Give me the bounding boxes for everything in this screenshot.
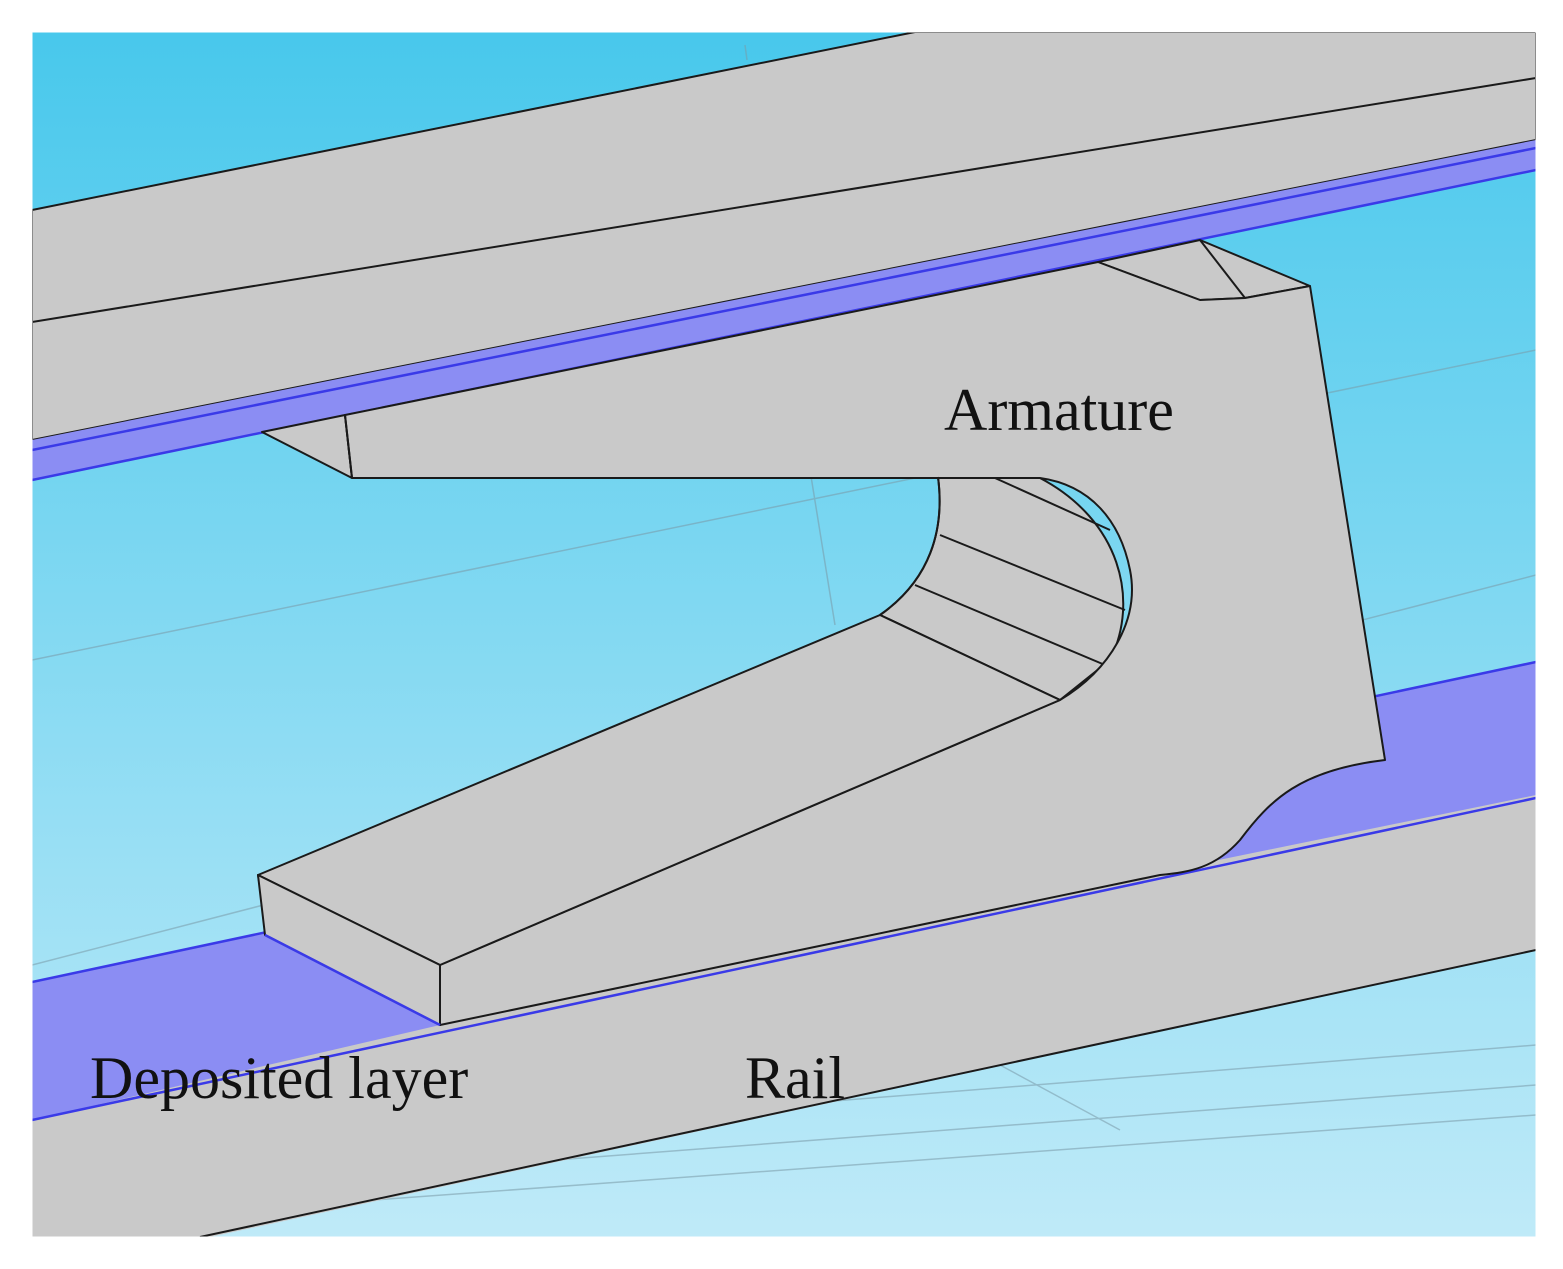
upper-rail	[32, 32, 1536, 442]
armature-label: Armature	[944, 377, 1174, 443]
lower-rail-top-edge	[32, 796, 1536, 1122]
armature-tip-contact-edge	[264, 933, 441, 1027]
viewport-border	[31, 31, 1537, 1238]
upper-rail-edge	[32, 77, 1536, 323]
rail-label: Rail	[745, 1045, 845, 1111]
deposited-layer-label: Deposited layer	[90, 1045, 469, 1111]
upper-deposited-layer	[32, 140, 1536, 480]
lower-rail	[32, 795, 1536, 1237]
upper-deposited-edge	[32, 146, 1536, 452]
armature-throat-edge	[879, 476, 941, 616]
lower-rail-bottom-edge	[199, 949, 1536, 1237]
armature-upper-arm-edge	[344, 414, 353, 479]
armature-lower-arm-tip	[257, 874, 441, 1026]
